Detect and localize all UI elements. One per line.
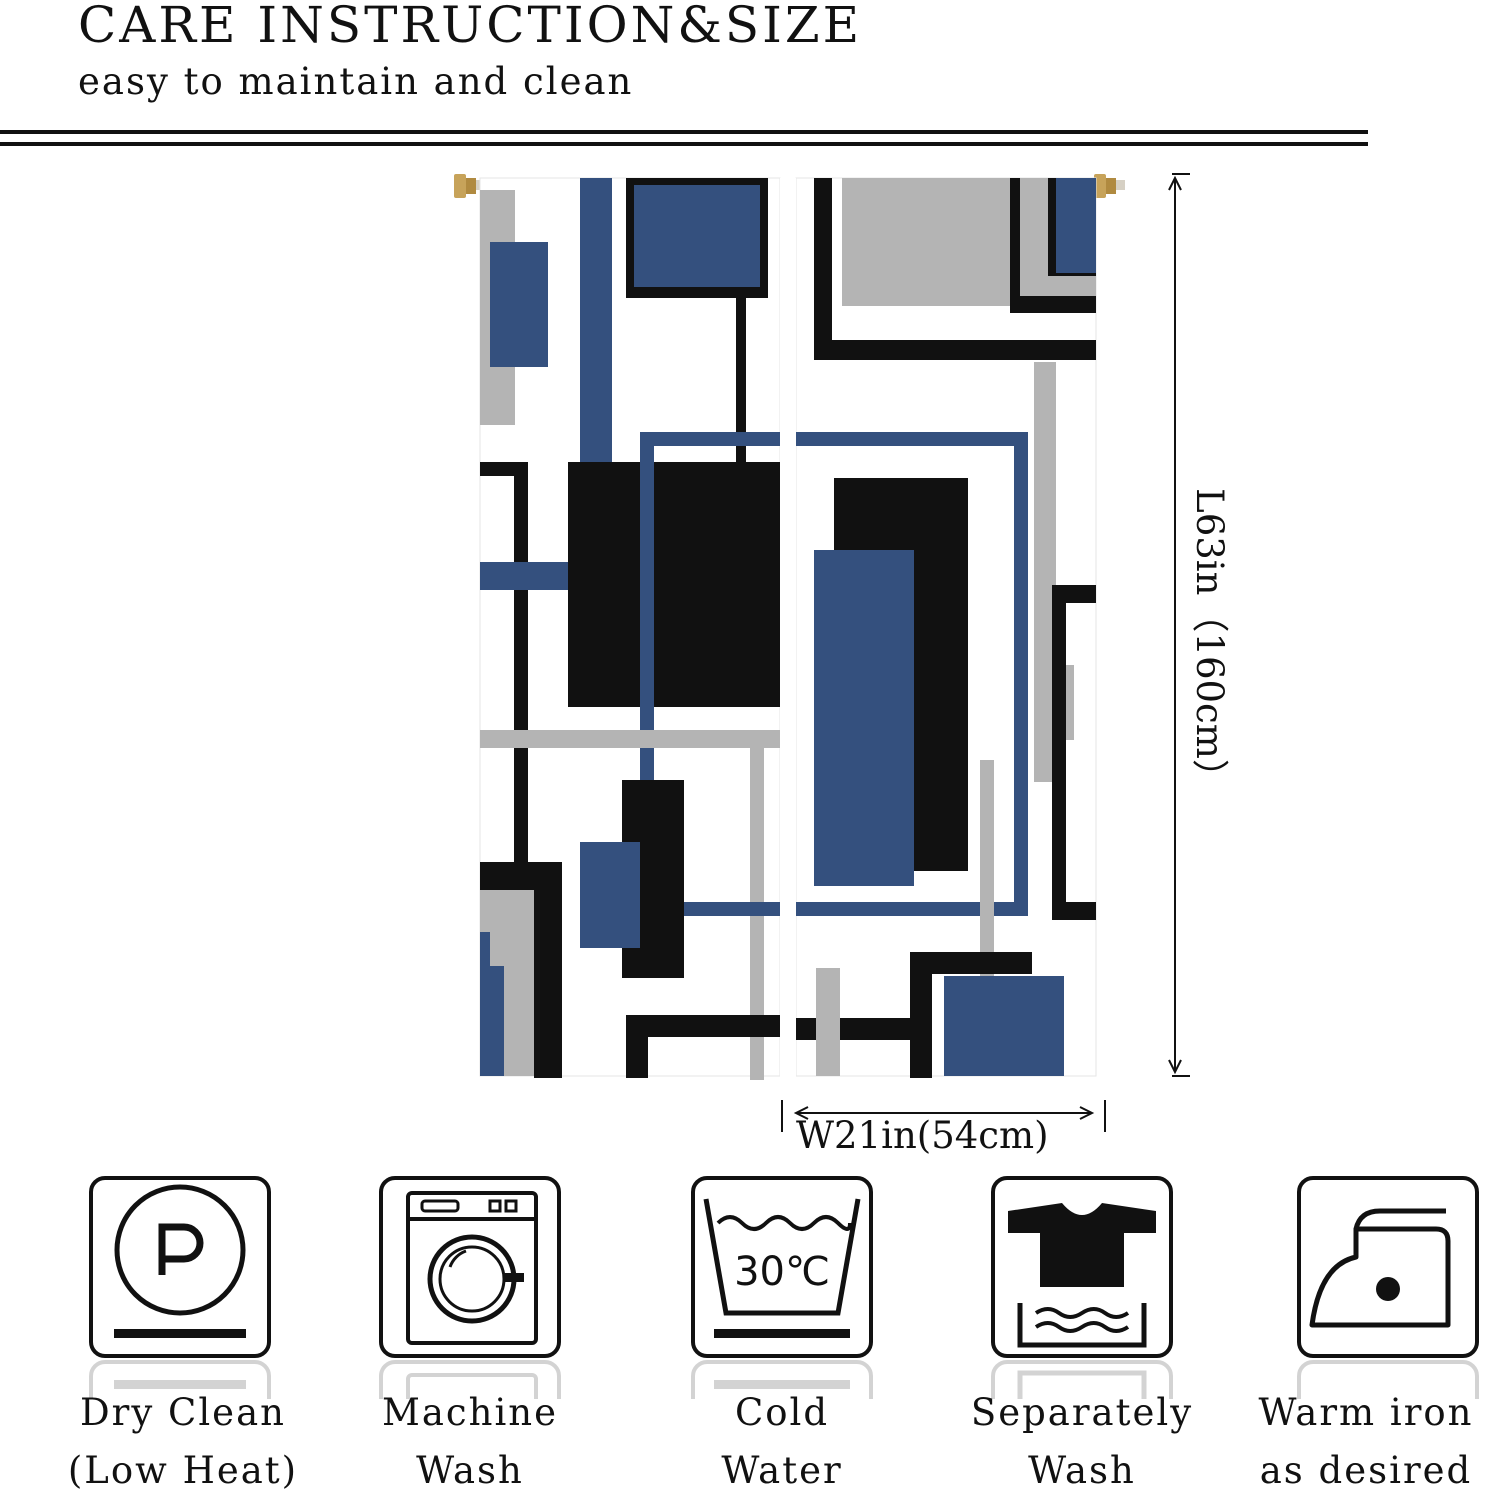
header-divider-top <box>0 130 1368 134</box>
dry-clean-label: Dry Clean (Low Heat) <box>67 1391 299 1492</box>
dry-clean-p-icon <box>89 1176 271 1358</box>
cold-water-label: Cold Water <box>721 1391 843 1492</box>
machine-wash-reflection <box>378 1359 562 1399</box>
separately-wash-reflection <box>990 1359 1174 1399</box>
machine-wash-card <box>378 1175 562 1359</box>
separately-wash-label: Separately Wash <box>970 1391 1194 1492</box>
dry-clean-card <box>88 1175 272 1359</box>
height-dimension-arrow <box>1168 173 1190 1077</box>
separate-wash-shirt-icon <box>991 1176 1173 1358</box>
iron-icon <box>1297 1176 1479 1358</box>
washing-machine-icon <box>379 1176 561 1358</box>
wash-tub-icon: 30℃ <box>691 1176 873 1358</box>
cold-water-card: 30℃ <box>690 1175 874 1359</box>
curtain-panel-left <box>479 177 782 1080</box>
separately-wash-card <box>990 1175 1174 1359</box>
cold-water-reflection <box>690 1359 874 1399</box>
dry-clean-reflection <box>88 1359 272 1399</box>
curtain-panel-right <box>795 177 1097 1078</box>
warm-iron-label: Warm iron as desired <box>1258 1391 1474 1492</box>
warm-iron-reflection <box>1296 1359 1480 1399</box>
page-subtitle: easy to maintain and clean <box>78 60 634 103</box>
header-divider-bottom <box>0 142 1368 146</box>
height-label-text: L63in（160cm） <box>1188 488 1231 796</box>
wash-temperature: 30℃ <box>734 1249 830 1295</box>
width-label: W21in(54cm) <box>796 1114 1049 1157</box>
machine-wash-label: Machine Wash <box>381 1391 559 1492</box>
warm-iron-card <box>1296 1175 1480 1359</box>
page-title: CARE INSTRUCTION&SIZE <box>78 0 863 54</box>
curtain-illustration <box>454 173 1190 1132</box>
width-dimension-arrow <box>781 1100 1106 1132</box>
